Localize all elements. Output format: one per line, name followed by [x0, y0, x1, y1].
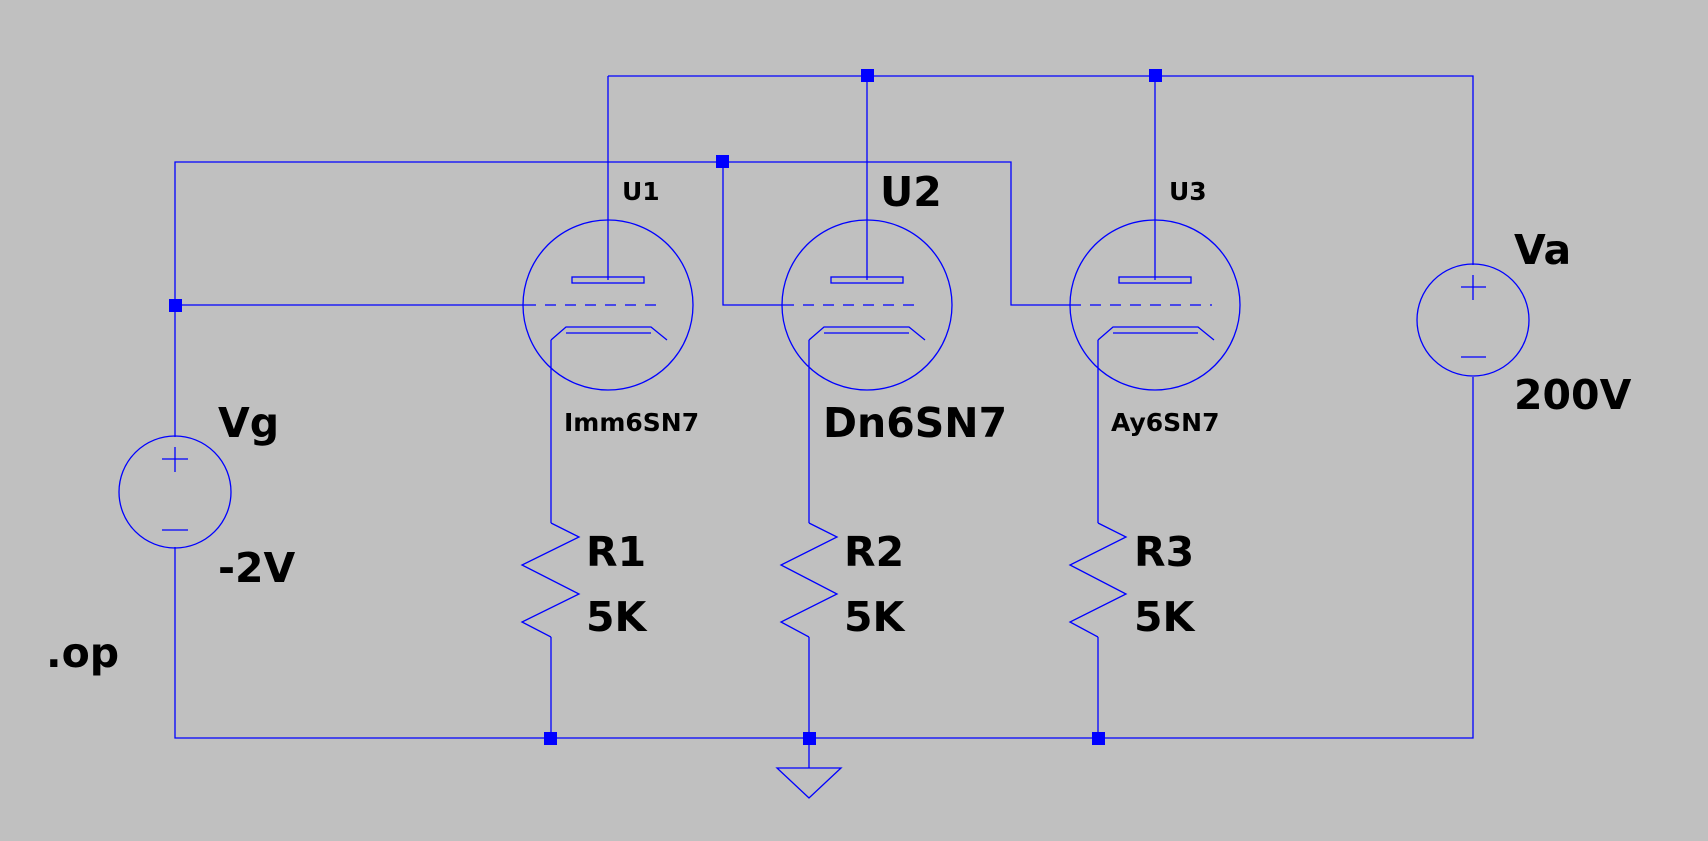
- resistor-r3[interactable]: [1068, 522, 1128, 638]
- r3-value-label[interactable]: 5K: [1134, 593, 1197, 641]
- tube-u1[interactable]: [522, 219, 694, 391]
- u2-ref-label: U2: [880, 168, 942, 216]
- wire-plate-rail[interactable]: [608, 75, 1474, 265]
- ground-icon[interactable]: [775, 767, 843, 799]
- wire-ground-rail[interactable]: [174, 377, 1474, 739]
- junctions: [169, 69, 1162, 745]
- u3-model-label[interactable]: Ay6SN7: [1111, 408, 1219, 437]
- tube-u2[interactable]: [781, 219, 953, 391]
- junction-dot: [1092, 732, 1105, 745]
- directive-label[interactable]: .op: [46, 629, 119, 677]
- junction-dot: [1149, 69, 1162, 82]
- r2-ref-label: R2: [844, 528, 904, 576]
- u3-ref-label: U3: [1169, 177, 1207, 206]
- junction-dot: [169, 299, 182, 312]
- u1-ref-label: U1: [622, 177, 660, 206]
- junction-dot: [861, 69, 874, 82]
- source-va[interactable]: [1416, 263, 1530, 377]
- resistor-r2[interactable]: [779, 522, 839, 638]
- wire-u2-grid[interactable]: [722, 162, 783, 306]
- r3-ref-label: R3: [1134, 528, 1194, 576]
- va-name-label: Va: [1514, 226, 1571, 274]
- va-value-label[interactable]: 200V: [1514, 371, 1632, 419]
- r1-ref-label: R1: [586, 528, 646, 576]
- resistor-r1[interactable]: [520, 522, 581, 638]
- wires: [174, 75, 1474, 768]
- wire-grid-rail[interactable]: [174, 161, 1070, 437]
- tube-u3[interactable]: [1069, 219, 1241, 391]
- r1-value-label[interactable]: 5K: [586, 593, 649, 641]
- junction-dot: [803, 732, 816, 745]
- plus-icon: [1461, 275, 1486, 300]
- vg-value-label[interactable]: -2V: [218, 544, 296, 592]
- vg-name-label: Vg: [218, 399, 279, 447]
- source-vg[interactable]: [118, 435, 232, 549]
- junction-dot: [716, 155, 729, 168]
- junction-dot: [544, 732, 557, 745]
- plus-icon: [162, 447, 188, 472]
- u2-model-label[interactable]: Dn6SN7: [823, 399, 1007, 447]
- r2-value-label[interactable]: 5K: [844, 593, 907, 641]
- u1-model-label[interactable]: Imm6SN7: [564, 408, 699, 437]
